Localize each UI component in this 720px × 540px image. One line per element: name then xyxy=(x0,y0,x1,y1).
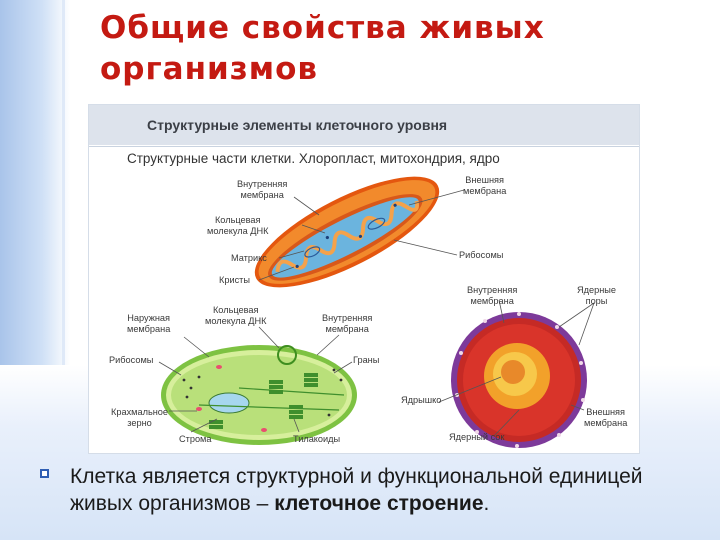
figure-divider xyxy=(89,146,639,147)
figure-header-text: Структурные элементы клеточного уровня xyxy=(147,117,448,133)
label-mito-ribosomes: Рибосомы xyxy=(459,250,504,260)
label-chloro-stroma: Строма xyxy=(179,434,212,444)
chloroplast-illustration xyxy=(158,326,357,445)
label-chloro-ribosomes: Рибосомы xyxy=(109,355,154,365)
slide-title-line-2: организмов xyxy=(100,51,319,87)
label-chloro-grana: Граны xyxy=(353,355,380,365)
slide-title-line-1: Общие свойства живых xyxy=(100,10,545,46)
nucleus-illustration xyxy=(438,299,595,448)
figure-subtitle: Структурные части клетки. Хлоропласт, ми… xyxy=(127,151,500,166)
label-chloro-thylakoids: Тилакоиды xyxy=(293,434,341,444)
slide-title: Общие свойства живых организмов xyxy=(100,8,700,90)
figure-header: Структурные элементы клеточного уровня xyxy=(89,105,639,145)
square-bullet-icon xyxy=(40,469,49,478)
bullet-text-end: . xyxy=(483,492,490,515)
label-mito-matrix: Матрикс xyxy=(231,253,267,263)
label-mito-cristae: Кристы xyxy=(219,275,250,285)
bullet-text-plain: Клетка является структурной и функционал… xyxy=(70,465,643,515)
left-decorative-line xyxy=(62,0,65,540)
bullet-text-bold: клеточное строение xyxy=(274,492,484,515)
label-nucleus-sap: Ядерный сок xyxy=(449,432,505,442)
label-nucleus-nucleolus: Ядрышко xyxy=(401,395,442,405)
mitochondrion-illustration xyxy=(254,176,465,288)
cell-illustration xyxy=(158,176,595,448)
bullet-text: Клетка является структурной и функционал… xyxy=(70,463,700,517)
cell-structures-figure: Структурные элементы клеточного уровня С… xyxy=(88,104,640,454)
